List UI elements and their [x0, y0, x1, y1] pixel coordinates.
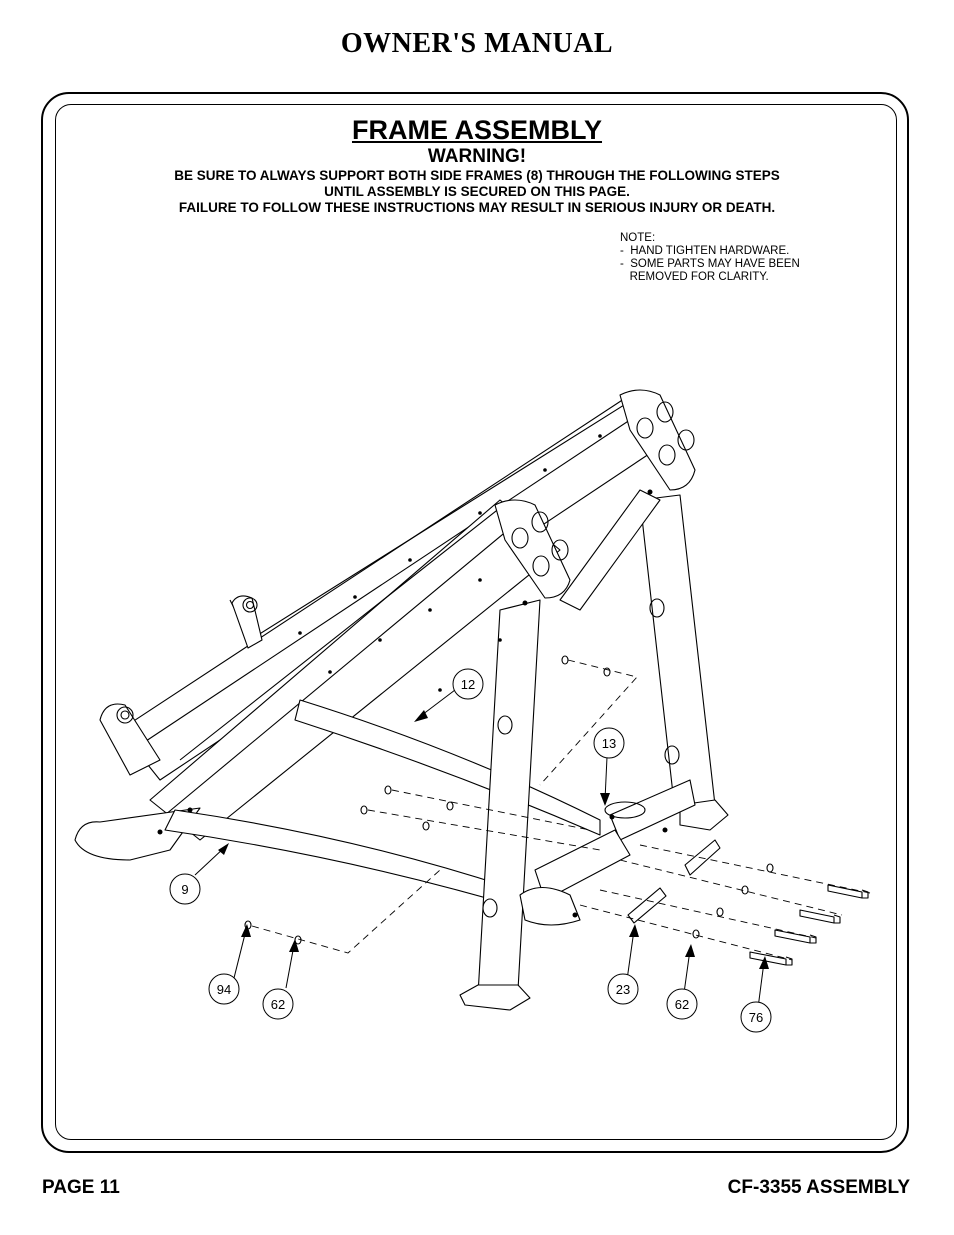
note-item: - HAND TIGHTEN HARDWARE.: [620, 245, 790, 257]
manual-title: OWNER'S MANUAL: [340, 28, 614, 59]
callout-bubble: [666, 988, 698, 1020]
front-end-cap: [494, 499, 571, 599]
leader-lines: [194, 689, 765, 1009]
page-number: PAGE 11: [42, 1177, 120, 1198]
callout-bubble: [740, 1001, 772, 1033]
note-heading: NOTE:: [620, 232, 656, 244]
note-item: - SOME PARTS MAY HAVE BEEN: [620, 258, 800, 270]
callout-bubble: [208, 973, 240, 1005]
callout-bubble: [593, 727, 625, 759]
hardware-plate: [684, 839, 721, 876]
assembly-note: NOTE: - HAND TIGHTEN HARDWARE. - SOME PA…: [620, 232, 800, 284]
hardware-plate: [627, 887, 667, 924]
warning-line-2: UNTIL ASSEMBLY IS SECURED ON THIS PAGE.: [324, 184, 630, 199]
rear-strut: [559, 489, 661, 611]
cross-tube: [519, 779, 696, 926]
warning-title: WARNING!: [427, 146, 527, 167]
callout-13: 13: [602, 736, 616, 751]
section-title: FRAME ASSEMBLY: [351, 115, 603, 145]
callout-23: 23: [616, 982, 630, 997]
callout-62: 62: [675, 997, 689, 1012]
callout-bubble: [262, 988, 294, 1020]
callout-94: 94: [217, 982, 231, 997]
left-rear-foot: [99, 703, 161, 776]
callout-9: 9: [181, 882, 188, 897]
front-leg: [459, 599, 541, 1011]
left-foot-pad: [74, 807, 201, 861]
alignment-lines: [251, 659, 871, 961]
callout-bubble: [607, 973, 639, 1005]
rear-leg: [639, 494, 729, 831]
note-item: REMOVED FOR CLARITY.: [620, 271, 769, 283]
arrowheads: [218, 710, 769, 969]
frame-assembly-diagram: 12 13 9 94 62 23 62 76: [74, 389, 871, 1033]
page-border-outer: [41, 92, 909, 1153]
warning-line-3: FAILURE TO FOLLOW THESE INSTRUCTIONS MAY…: [178, 200, 776, 215]
rear-end-cap: [619, 389, 696, 491]
callout-76: 76: [749, 1010, 763, 1025]
callout-62: 62: [271, 997, 285, 1012]
bolt: [749, 884, 869, 966]
callout-12: 12: [461, 677, 475, 692]
callout-bubble: [169, 873, 201, 905]
callout-bubble: [452, 668, 484, 700]
warning-line-1: BE SURE TO ALWAYS SUPPORT BOTH SIDE FRAM…: [174, 168, 780, 183]
model-label: CF-3355 ASSEMBLY: [727, 1177, 910, 1198]
page-border-inner: [55, 104, 897, 1140]
rail-holes: [157, 434, 668, 918]
